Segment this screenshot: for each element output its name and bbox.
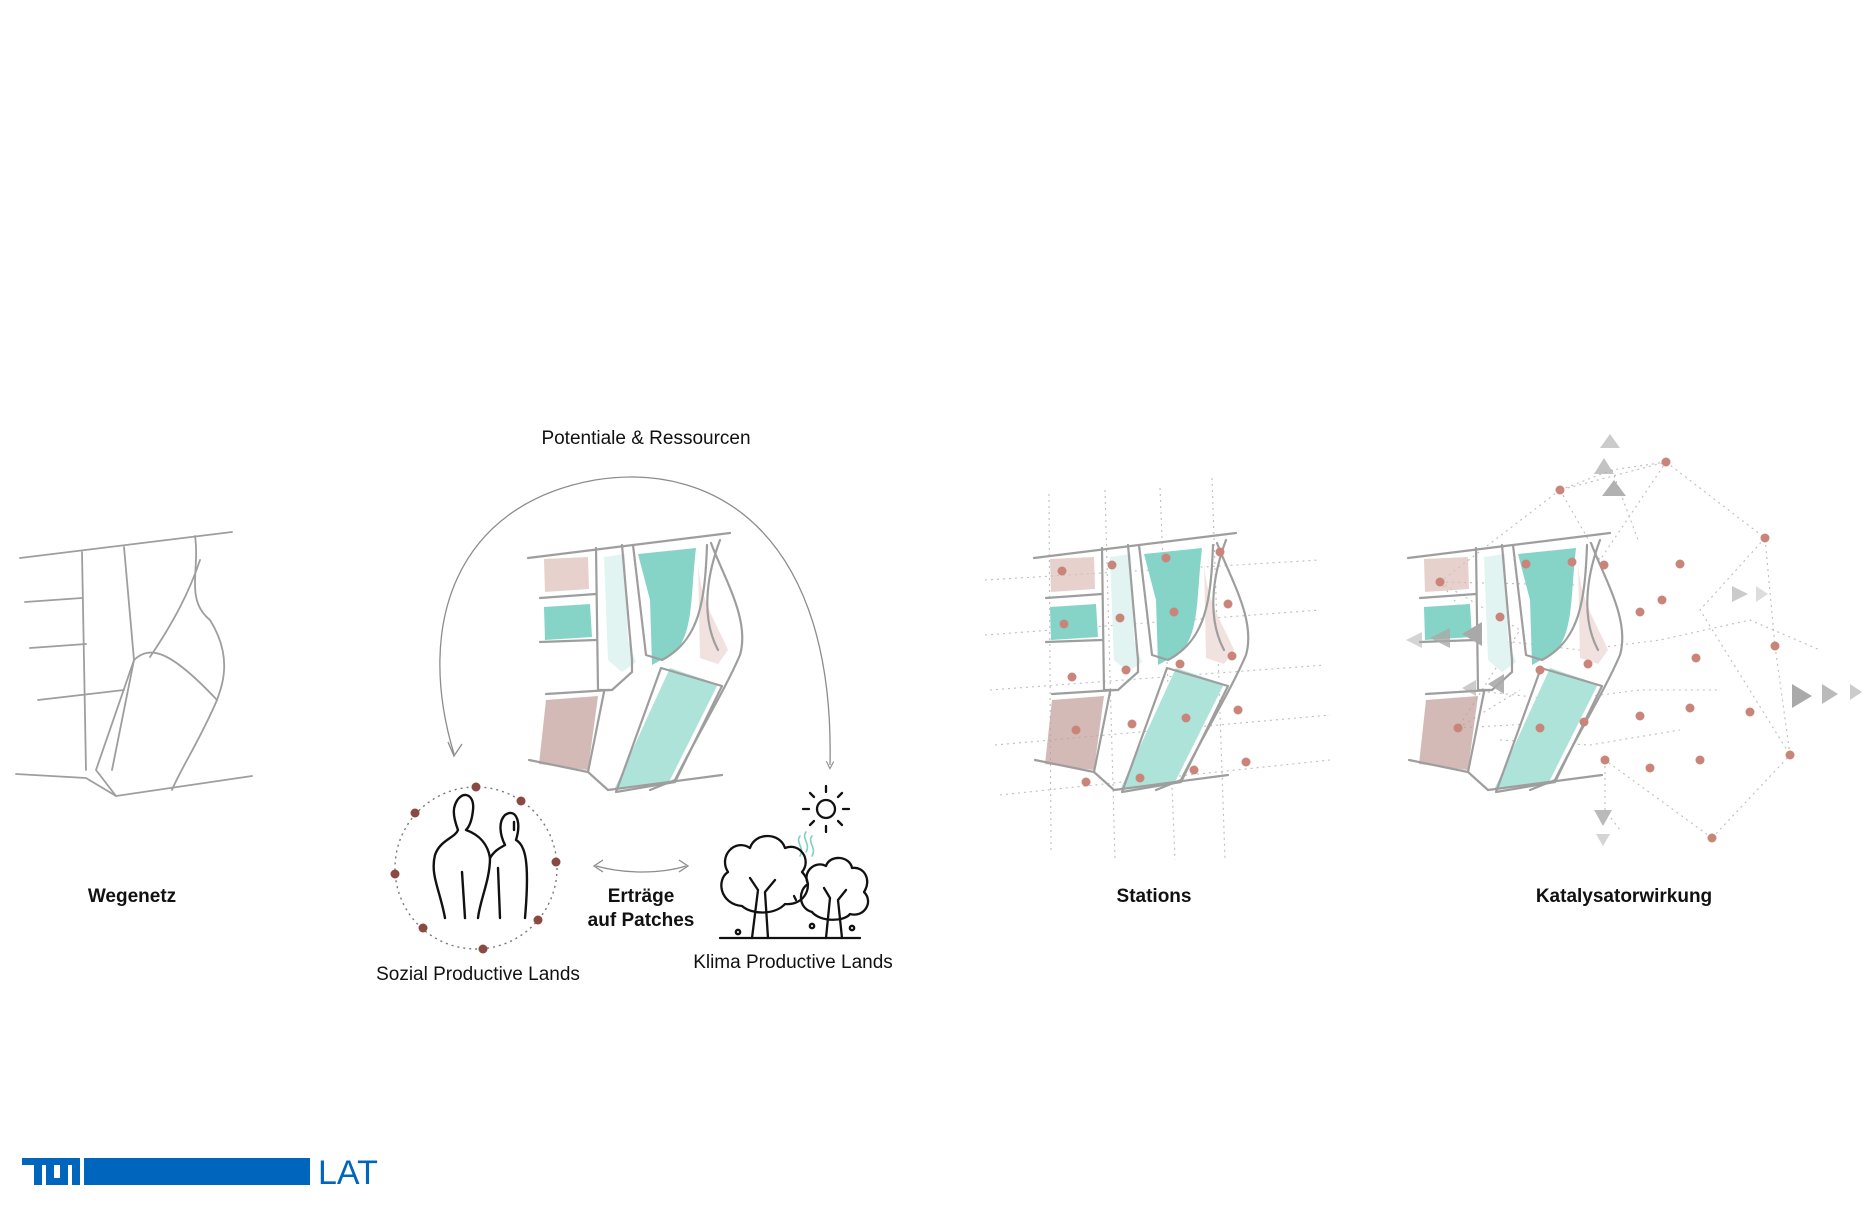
- top-label: Potentiale & Ressourcen: [541, 428, 750, 449]
- curved-arrow-icon: [439, 476, 830, 765]
- curved-arrow-tip-left: [447, 741, 463, 758]
- triangle-icon: [1406, 434, 1862, 846]
- stations-grid: [984, 477, 1331, 861]
- tum-logo: [22, 1158, 310, 1185]
- double-arrow-icon: [595, 865, 687, 873]
- station-dots: [1057, 547, 1251, 787]
- sun-icon: [801, 784, 851, 834]
- people-icon: [432, 793, 529, 920]
- sozial-circle: [390, 782, 561, 954]
- double-arrow-right-tip: [678, 859, 690, 873]
- productive-lands-map: [526, 531, 744, 794]
- heat-waves-icon: [797, 831, 815, 857]
- double-arrow-left-tip: [592, 859, 604, 873]
- wegenetz-label: Wegenetz: [88, 886, 176, 907]
- katalysator-label: Katalysatorwirkung: [1536, 886, 1712, 907]
- sozial-label: Sozial Productive Lands: [376, 964, 580, 985]
- tree-icon: [718, 834, 870, 940]
- wegenetz-map: [15, 531, 253, 797]
- katalysator-dots: [1435, 457, 1795, 843]
- ertraege-label-line1: Erträge: [608, 886, 675, 907]
- stations-label: Stations: [1117, 886, 1192, 907]
- lat-logo-text: LAT: [318, 1154, 378, 1192]
- klima-label: Klima Productive Lands: [693, 952, 893, 973]
- ertraege-label-line2: auf Patches: [588, 910, 695, 931]
